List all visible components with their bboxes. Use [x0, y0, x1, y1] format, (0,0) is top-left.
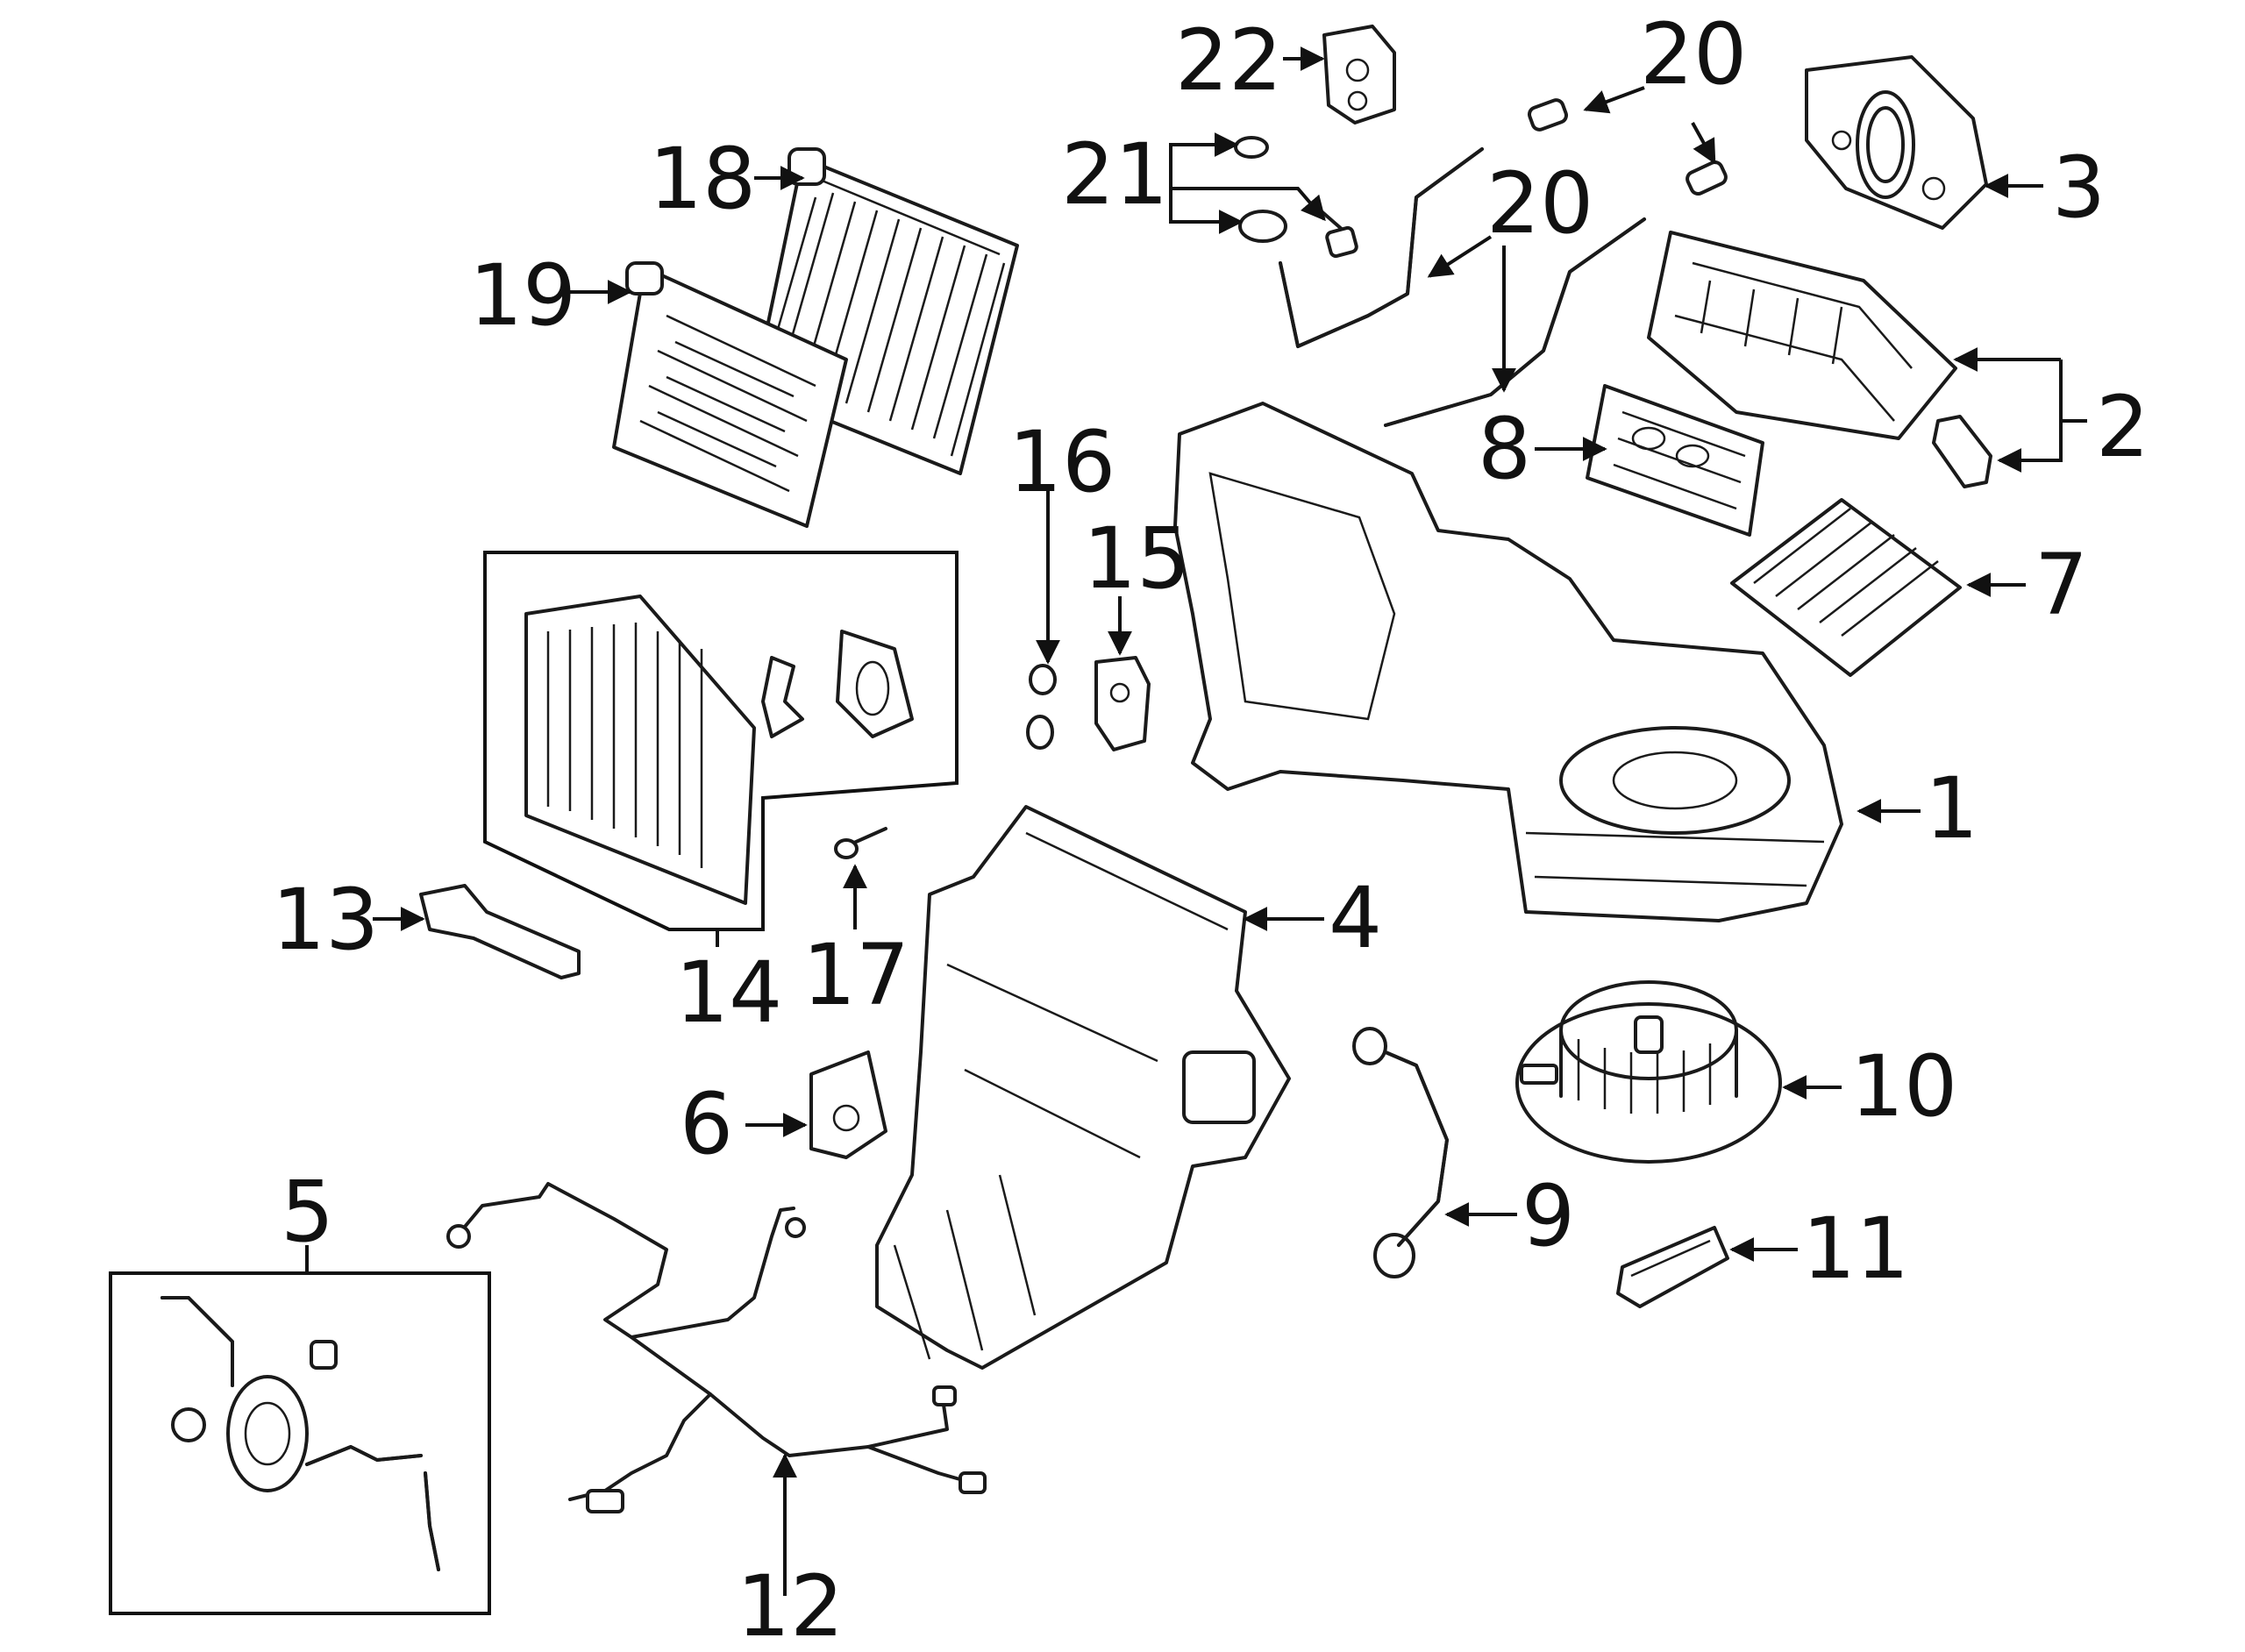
seal-kit-part — [1234, 136, 1358, 259]
evaporator-part — [612, 261, 848, 528]
callout-7: 7 — [2035, 536, 2088, 634]
callout-18: 18 — [649, 130, 756, 228]
drain-hose-part — [1352, 1027, 1449, 1278]
case-seal-part — [1805, 55, 1988, 230]
callout-19: 19 — [469, 246, 576, 345]
callout-8: 8 — [1478, 400, 1531, 498]
ac-line-part — [1279, 98, 1728, 427]
valve-body-part — [1094, 656, 1151, 751]
callout-12: 12 — [737, 1557, 844, 1652]
callout-20-top: 20 — [1640, 5, 1747, 103]
actuator-motor-part — [809, 1050, 887, 1159]
callout-10: 10 — [1850, 1037, 1957, 1136]
callout-17: 17 — [802, 926, 909, 1024]
callout-1: 1 — [1925, 759, 1978, 858]
callout-3: 3 — [2052, 139, 2106, 237]
hvac-housing-part — [1173, 402, 1843, 922]
temperature-sensor-part — [419, 884, 581, 979]
callout-22: 22 — [1175, 11, 1282, 110]
blend-door-kit-part — [109, 1271, 491, 1615]
callout-6: 6 — [680, 1075, 733, 1173]
callout-4: 4 — [1329, 869, 1382, 967]
callout-9: 9 — [1522, 1167, 1575, 1265]
callout-15: 15 — [1083, 509, 1190, 608]
callout-13: 13 — [272, 871, 379, 969]
blower-resistor-part — [1616, 1226, 1729, 1308]
o-ring-part — [1026, 664, 1057, 750]
cabin-air-filter-part — [1730, 498, 1962, 677]
callout-2: 2 — [2096, 378, 2149, 476]
callout-21: 21 — [1061, 125, 1168, 224]
distribution-housing-part — [875, 805, 1291, 1370]
bolt-part — [834, 827, 887, 859]
callout-16: 16 — [1008, 413, 1115, 511]
callout-20-mid: 20 — [1486, 154, 1593, 253]
callout-5: 5 — [281, 1163, 334, 1261]
leader-lines — [305, 46, 2087, 1596]
air-distribution-kit-part — [483, 551, 959, 931]
callout-labels: 1 2 3 4 5 6 7 8 9 10 11 12 13 14 15 16 1… — [272, 5, 2149, 1652]
expansion-valve-part — [1322, 25, 1396, 125]
air-inlet-housing-part — [1647, 231, 1992, 488]
callout-11: 11 — [1802, 1200, 1909, 1298]
callout-14: 14 — [675, 943, 782, 1042]
blower-motor-part — [1515, 980, 1782, 1164]
